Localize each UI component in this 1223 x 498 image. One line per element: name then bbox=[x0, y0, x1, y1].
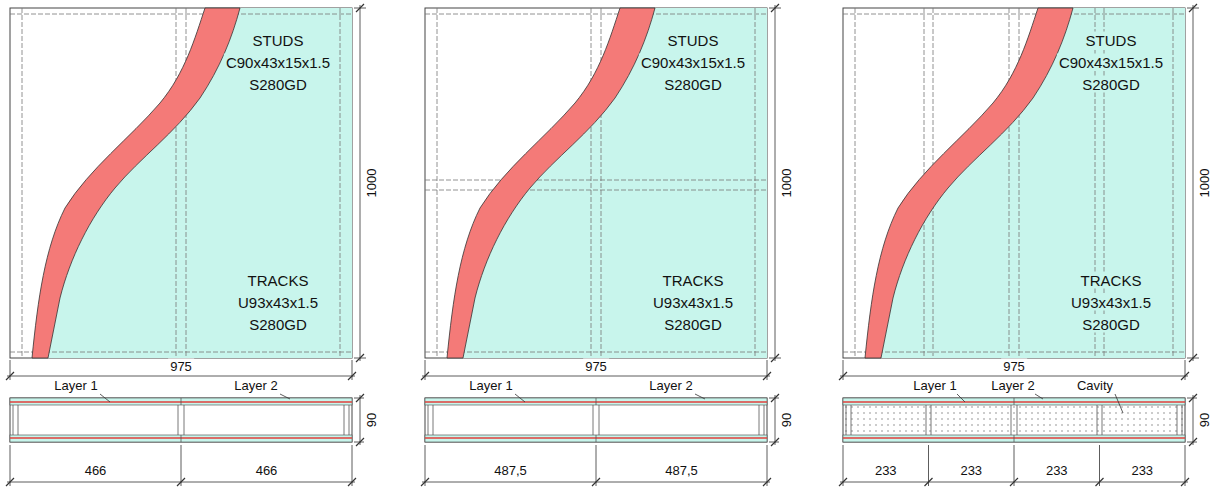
stud-section bbox=[428, 398, 764, 442]
wall-panel bbox=[421, 4, 781, 486]
leader-line bbox=[957, 394, 1123, 413]
dimension-value: 233 bbox=[1044, 463, 1070, 478]
dimension-value: 975 bbox=[1001, 359, 1027, 374]
dimension-value: 1000 bbox=[1197, 167, 1212, 200]
dimension-line bbox=[7, 395, 364, 486]
dimension-value: 1000 bbox=[779, 167, 794, 200]
dimension-value: 975 bbox=[583, 359, 609, 374]
layer-label: Layer 1 bbox=[467, 378, 514, 393]
stud-section bbox=[13, 398, 349, 442]
section-frame bbox=[843, 398, 1185, 442]
member-label: STUDS bbox=[666, 32, 721, 49]
member-label: U93x43x1.5 bbox=[236, 294, 320, 311]
member-label: U93x43x1.5 bbox=[651, 294, 735, 311]
member-label: TRACKS bbox=[246, 272, 311, 289]
frame-lines bbox=[425, 8, 767, 358]
member-label: U93x43x1.5 bbox=[1069, 294, 1153, 311]
dimension-value: 90 bbox=[364, 411, 379, 429]
frame-lines bbox=[843, 8, 1185, 358]
cavity-label: Cavity bbox=[1075, 378, 1115, 393]
dimension-tick bbox=[839, 4, 1197, 380]
dimension-tick bbox=[6, 4, 364, 380]
crack-band bbox=[32, 8, 240, 358]
dimension-value: 975 bbox=[168, 359, 194, 374]
member-label: C90x43x15x1.5 bbox=[1057, 54, 1165, 71]
layer-label: Layer 2 bbox=[989, 378, 1036, 393]
panel-frame bbox=[843, 8, 1185, 358]
member-label: STUDS bbox=[251, 32, 306, 49]
layer-line bbox=[425, 402, 767, 438]
dimension-value: 487,5 bbox=[492, 463, 529, 478]
member-label: TRACKS bbox=[661, 272, 726, 289]
frame-lines bbox=[10, 8, 352, 358]
dimension-line bbox=[840, 5, 1199, 380]
member-label: S280GD bbox=[662, 316, 724, 333]
dimension-tick bbox=[6, 394, 364, 486]
wall-panel bbox=[6, 4, 366, 486]
layer-label: Layer 2 bbox=[647, 378, 694, 393]
dimension-line bbox=[840, 395, 1197, 486]
dimension-tick bbox=[421, 394, 779, 486]
dimension-value: 1000 bbox=[364, 167, 379, 200]
member-label: C90x43x15x1.5 bbox=[224, 54, 332, 71]
member-label: S280GD bbox=[247, 316, 309, 333]
dimension-value: 90 bbox=[779, 411, 794, 429]
member-label: S280GD bbox=[662, 76, 724, 93]
crack-band bbox=[447, 8, 655, 358]
stud-section bbox=[846, 398, 1182, 442]
dimension-value: 90 bbox=[1197, 411, 1212, 429]
dimension-tick bbox=[839, 394, 1197, 486]
leader-line bbox=[100, 394, 290, 402]
section-frame bbox=[10, 398, 352, 442]
dimension-tick bbox=[421, 4, 779, 380]
member-label: TRACKS bbox=[1079, 272, 1144, 289]
dimension-value: 233 bbox=[873, 463, 899, 478]
section-frame bbox=[425, 398, 767, 442]
layer-label: Layer 1 bbox=[911, 378, 958, 393]
dimension-line bbox=[7, 5, 366, 380]
dimension-value: 233 bbox=[958, 463, 984, 478]
cavity-fill bbox=[843, 405, 1185, 435]
member-label: S280GD bbox=[1080, 316, 1142, 333]
layer-label: Layer 1 bbox=[52, 378, 99, 393]
member-label: STUDS bbox=[1084, 32, 1139, 49]
panel-frame bbox=[425, 8, 767, 358]
dimension-line bbox=[422, 5, 781, 380]
layer-line bbox=[10, 402, 352, 438]
member-label: S280GD bbox=[247, 76, 309, 93]
member-label: S280GD bbox=[1080, 76, 1142, 93]
dimension-value: 466 bbox=[254, 463, 280, 478]
wall-panel bbox=[839, 4, 1199, 486]
dimension-value: 466 bbox=[83, 463, 109, 478]
dimension-value: 233 bbox=[1129, 463, 1155, 478]
layer-line bbox=[843, 402, 1185, 438]
panel-frame bbox=[10, 8, 352, 358]
crack-band bbox=[865, 8, 1073, 358]
dimension-value: 487,5 bbox=[663, 463, 700, 478]
leader-line bbox=[515, 394, 705, 402]
layer-label: Layer 2 bbox=[232, 378, 279, 393]
member-label: C90x43x15x1.5 bbox=[639, 54, 747, 71]
dimension-line bbox=[422, 395, 779, 486]
